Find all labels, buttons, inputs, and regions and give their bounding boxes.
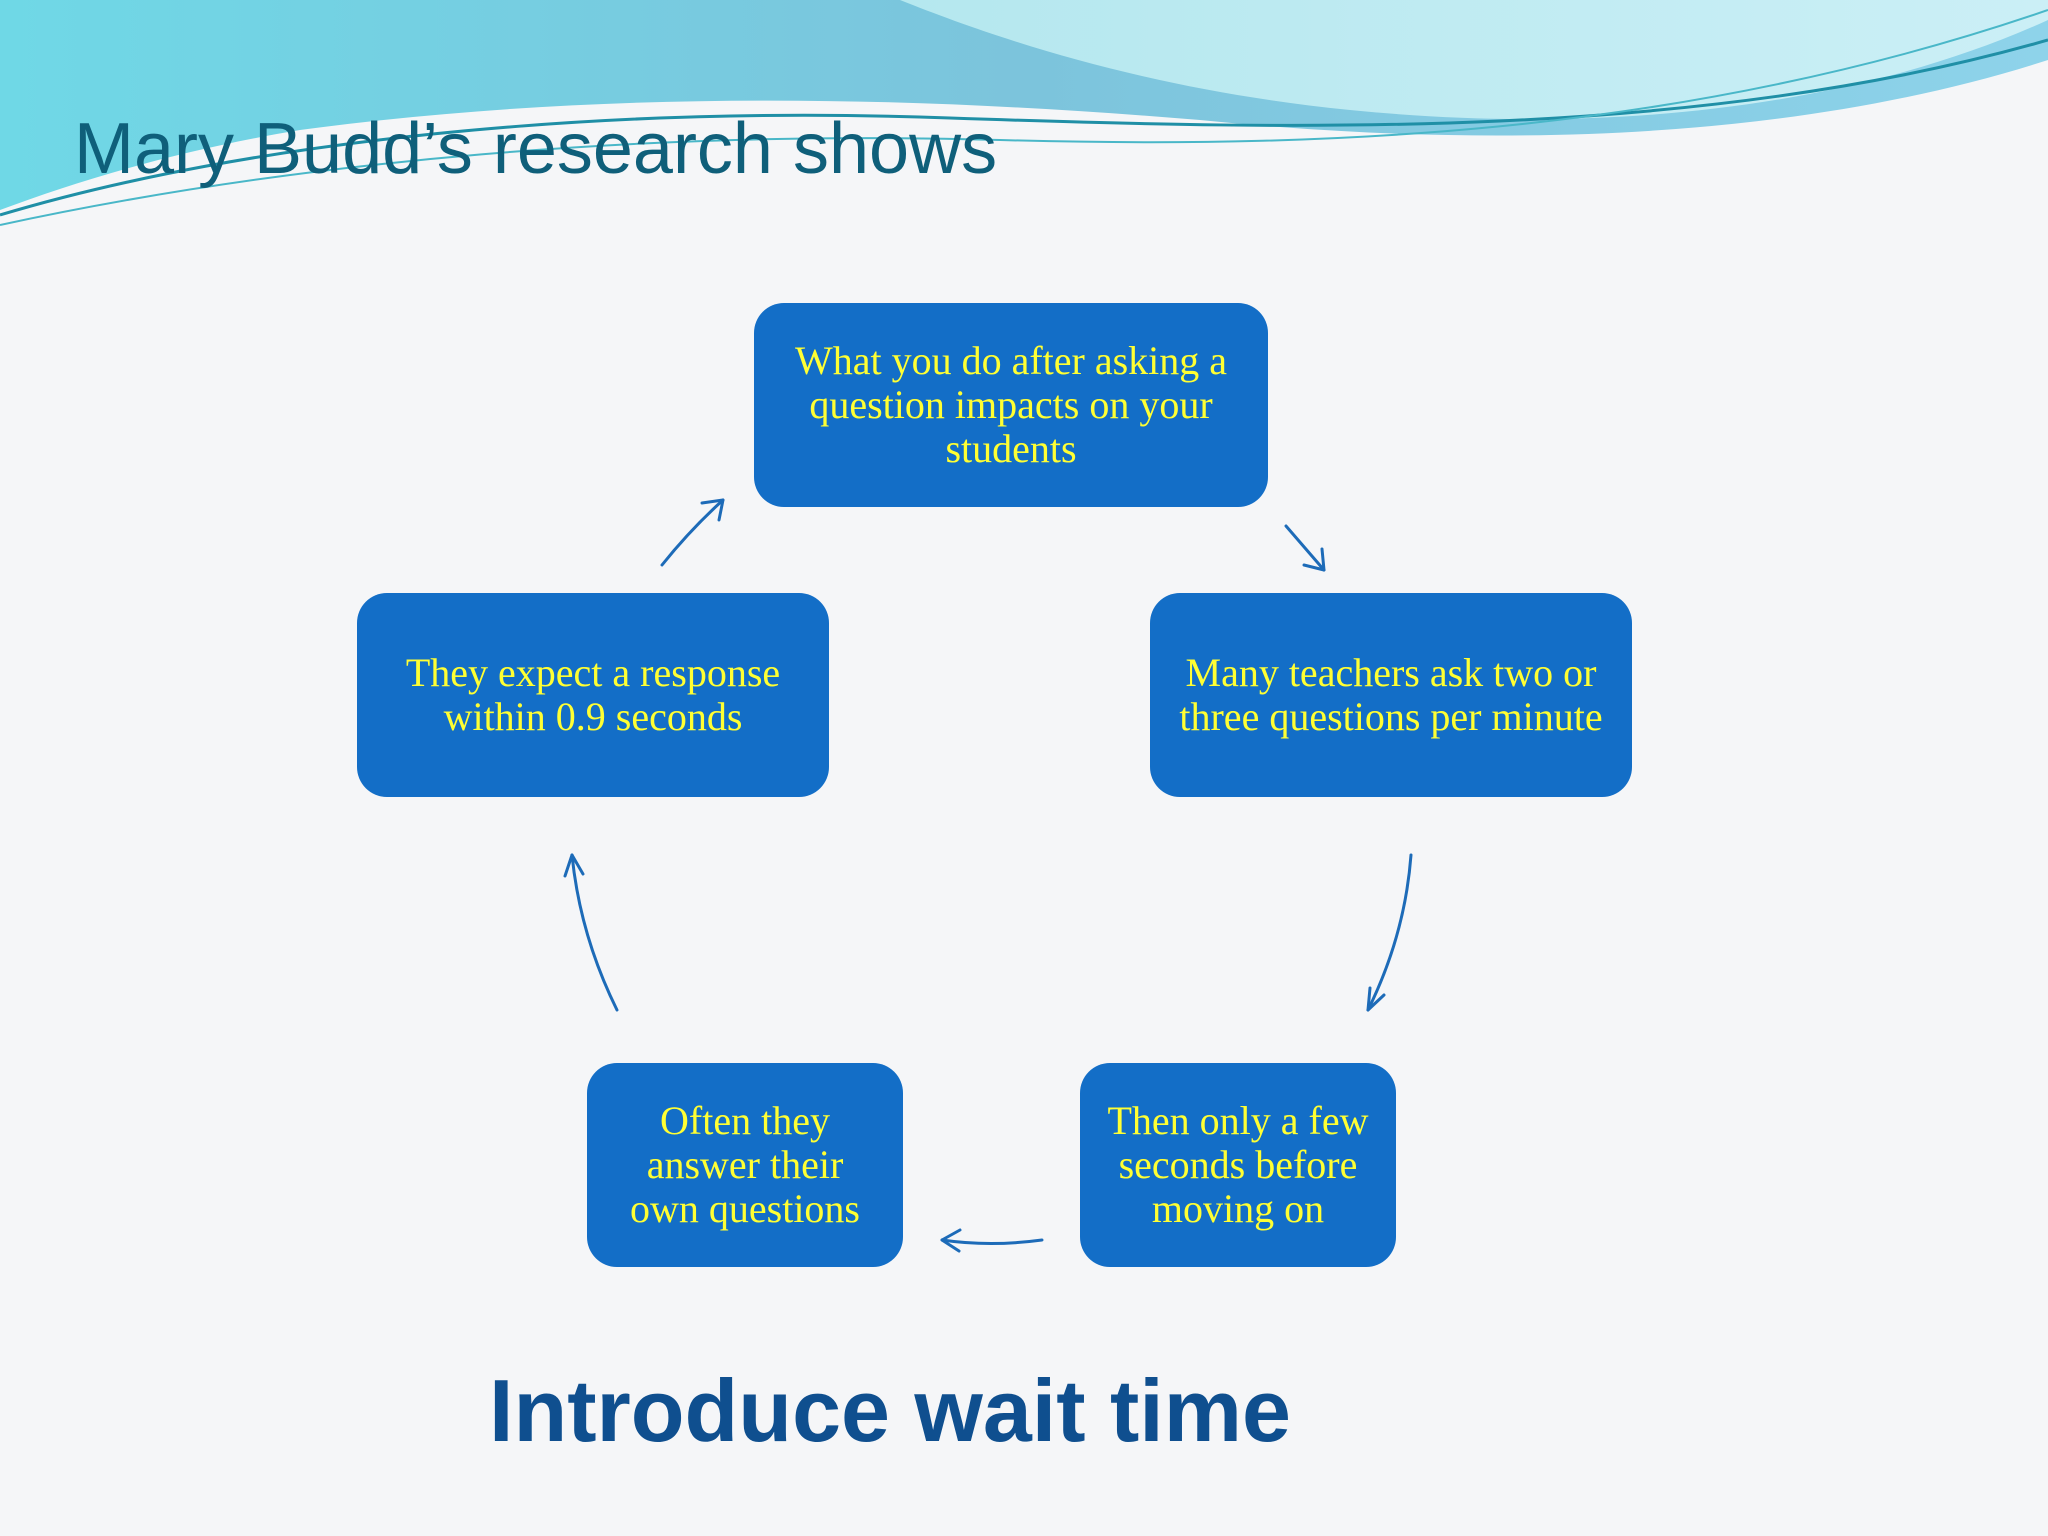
slide-title: Mary Budd’s research shows	[74, 109, 998, 189]
cycle-arrow-bottom-left-to-left	[563, 853, 619, 1012]
cycle-arrow-left-to-top	[660, 498, 725, 567]
cycle-node-bottom-left: Often they answer their own questions	[587, 1063, 903, 1267]
header-wave-decoration	[0, 0, 2048, 226]
cycle-arrow-top-to-right	[1284, 524, 1326, 572]
footer-caption: Introduce wait time	[489, 1361, 1291, 1460]
cycle-node-top: What you do after asking a question impa…	[754, 303, 1268, 507]
cycle-node-right: Many teachers ask two or three questions…	[1150, 593, 1632, 797]
cycle-node-bottom-right: Then only a few seconds before moving on	[1080, 1063, 1396, 1267]
cycle-arrow-bottom-right-to-bottom-left	[940, 1228, 1044, 1253]
cycle-node-left: They expect a response within 0.9 second…	[357, 593, 829, 797]
cycle-arrow-right-to-bottom-right	[1366, 853, 1413, 1012]
